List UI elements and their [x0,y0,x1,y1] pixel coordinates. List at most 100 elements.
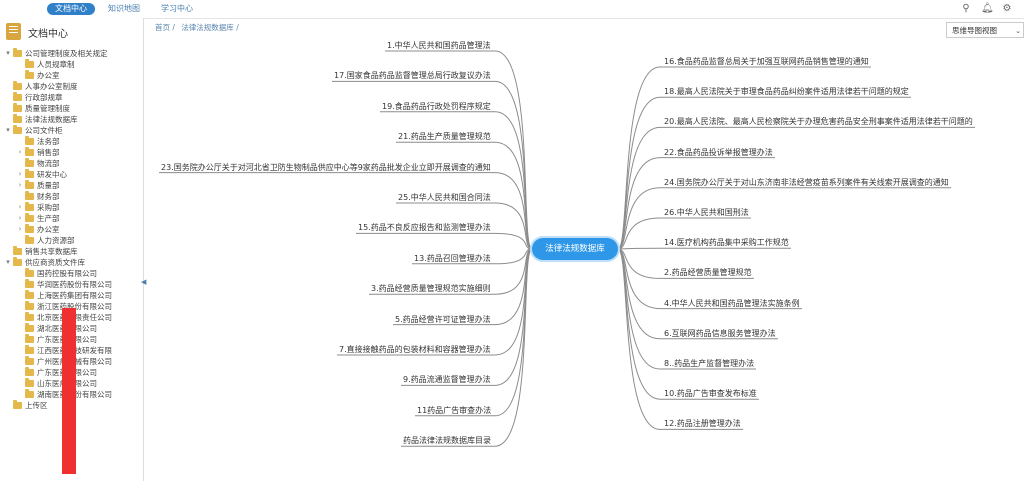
tab-learning-center[interactable]: 学习中心 [161,4,193,13]
mind-map-node-left[interactable]: 3.药品经营质量管理规范实施细则 [371,284,491,294]
mind-map-node-right[interactable]: 8..药品生产监督管理办法 [664,359,755,368]
mind-map-node-right[interactable]: 22.食品药品投诉举报管理办法 [664,147,773,157]
expand-toggle-icon[interactable]: › [18,148,22,156]
tree-item[interactable]: › 采购部 [0,202,143,213]
tree-item[interactable]: 国药控股有限公司 [0,268,143,279]
expand-toggle-icon[interactable]: › [18,225,22,233]
mind-map-node-left[interactable]: 5.药品经营许可证管理办法 [395,314,491,324]
mind-map-node-right[interactable]: 12.药品注册管理办法 [664,419,741,429]
breadcrumb: 首页 / 法律法规数据库 / [155,22,243,33]
mind-map-node-left[interactable]: 7.直接接触药品的包装材料和容器管理办法 [339,345,491,354]
tree-item-label: 办公室 [37,225,60,234]
tree-item[interactable]: 人事办公室制度 [0,81,143,92]
mind-map-link [617,248,778,340]
tree-item[interactable]: ›销售部 [0,147,143,158]
tree-item[interactable]: › 办公室 [0,224,143,235]
redaction-block [62,308,76,474]
bell-icon[interactable]: 🔔︎ [981,3,994,14]
folder-icon [13,125,22,134]
breadcrumb-current[interactable]: 法律法规数据库 / [181,23,239,32]
tree-item[interactable]: 法务部 [0,136,143,147]
tree-item[interactable]: ▾ 公司管理制度及相关规定 [0,48,143,59]
tree-item[interactable]: 质量管理制度 [0,103,143,114]
mind-map-node-left[interactable]: 13.药品召回管理办法 [414,253,491,263]
mind-map-node-right[interactable]: 20.最高人民法院、最高人民检察院关于办理危害药品安全刑事案件适用法律若干问题的 [664,117,973,127]
mind-map-node-left[interactable]: 11药品广告审查办法 [417,405,492,415]
tree-item[interactable]: 人员规章制 [0,59,143,70]
tree-item[interactable]: 法律法规数据库 [0,114,143,125]
mind-map-node-left[interactable]: 1.中华人民共和国药品管理法 [387,41,491,50]
tree-item[interactable]: ›研发中心 [0,169,143,180]
mind-map-node-right[interactable]: 2.药品经营质量管理规范 [664,268,752,278]
mind-map-node-left[interactable]: 9.药品流通监督管理办法 [403,375,491,385]
tree-item-label: 公司管理制度及相关规定 [25,49,108,58]
collapse-sidebar-icon[interactable]: ◀ [141,278,147,286]
sidebar-header: 文档中心 [6,22,136,42]
expand-toggle-icon[interactable]: ▾ [6,49,10,57]
view-mode-select[interactable]: 思维导图视图 ⌄ [946,22,1024,38]
expand-toggle-icon[interactable]: › [18,203,22,211]
expand-toggle-icon[interactable]: › [18,181,22,189]
folder-icon [25,224,34,233]
mind-map-node-right[interactable]: 16.食品药品监督总局关于加强互联网药品销售管理的通知 [664,57,869,66]
mind-map-node-right[interactable]: 14.医疗机构药品集中采购工作规范 [664,238,789,248]
mind-map-link [159,172,533,250]
tree-item[interactable]: 物流部 [0,158,143,169]
tree-item[interactable]: 财务部 [0,191,143,202]
expand-toggle-icon[interactable]: ▾ [6,258,10,266]
mind-map-node-left[interactable]: 25.中华人民共和国合同法 [398,193,491,202]
tree-item[interactable]: 行政部规章 [0,92,143,103]
mind-map-link [356,232,533,250]
mind-map-node-left[interactable]: 17.国家食品药品监督管理总局行政复议办法 [334,71,491,81]
tree-item[interactable]: 上海医药集团有限公司 [0,290,143,301]
folder-icon [25,213,34,222]
tree-item-label: 供应商资质文件库 [25,258,85,267]
folder-icon [25,279,34,288]
mind-map-node-left[interactable]: 15.药品不良反应报告和监测管理办法 [358,223,491,233]
folder-icon [13,92,22,101]
folder-icon [25,378,34,387]
tree-item[interactable]: 销售共享数据库 [0,246,143,257]
settings-icon[interactable]: ⚙ [1002,3,1012,14]
folder-icon [25,367,34,376]
user-search-icon[interactable]: ⚲ [962,3,970,14]
tab-knowledge-map[interactable]: 知识地图 [108,4,140,13]
mind-map-node-left[interactable]: 21.药品生产质量管理规范 [398,132,491,142]
book-icon [6,23,21,40]
folder-icon [13,48,22,57]
mind-map-node-right[interactable]: 18.最高人民法院关于审理食品药品纠纷案件适用法律若干问题的规定 [664,87,909,97]
mind-map-node-left[interactable]: 药品法律法规数据库目录 [403,436,491,446]
folder-icon [25,180,34,189]
tree-item[interactable]: 上传区 [0,400,143,411]
folder-icon [25,191,34,200]
tree-item-label: 华润医药股份有限公司 [37,280,112,289]
tree-item[interactable]: ›质量部 [0,180,143,191]
mind-map-link [617,247,791,250]
tree-item[interactable]: ›生产部 [0,213,143,224]
expand-toggle-icon[interactable]: › [18,214,22,222]
tree-item[interactable]: ▾ 供应商资质文件库 [0,257,143,268]
mind-map-node-right[interactable]: 10.药品广告审查发布标准 [664,389,757,399]
mind-map-node-right[interactable]: 24.国务院办公厅关于对山东济南非法经营疫苗系列案件有关线索开展调查的通知 [664,177,949,187]
mind-map-center-node[interactable]: 法律法规数据库 [532,238,618,260]
mind-map-node-left[interactable]: 19.食品药品行政处罚程序规定 [382,101,491,111]
tree-item-label: 上海医药集团有限公司 [37,291,112,300]
mind-map-node-right[interactable]: 26.中华人民共和国刑法 [664,208,749,217]
tree-item[interactable]: ▾公司文件柜 [0,125,143,136]
expand-toggle-icon[interactable]: ▾ [6,126,10,134]
tab-document-center[interactable]: 文档中心 [47,3,95,15]
mind-map-node-right[interactable]: 6.互联网药品信息服务管理办法 [664,328,776,338]
tree-item-label: 采购部 [37,203,60,212]
expand-toggle-icon[interactable]: › [18,170,22,178]
breadcrumb-home[interactable]: 首页 / [155,23,175,32]
mind-map-link [617,126,975,250]
mind-map-node-right[interactable]: 4.中华人民共和国药品管理法实施条例 [664,298,800,308]
mind-map-link [617,248,743,430]
tree-item[interactable]: 人力资源部 [0,235,143,246]
tree-item[interactable]: 华润医药股份有限公司 [0,279,143,290]
folder-icon [25,345,34,354]
tree-item[interactable]: 办公室 [0,70,143,81]
mind-map-node-left[interactable]: 23.国务院办公厅关于对河北省卫防生物制品供应中心等9家药品批发企业立即开展调查… [161,162,491,172]
mind-map-link [617,248,754,279]
tree-item[interactable]: 浙江医药股份有限公司 [0,301,143,312]
